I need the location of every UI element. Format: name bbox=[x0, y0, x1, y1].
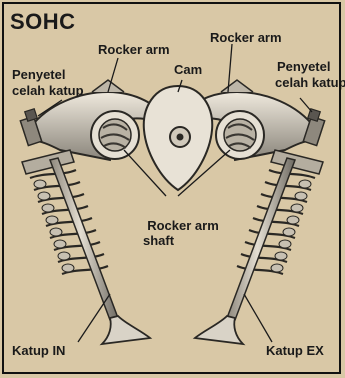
valve-in bbox=[22, 150, 150, 344]
leader-valve-ex bbox=[244, 294, 272, 342]
label-adjuster-right-line1: Penyetel bbox=[277, 60, 330, 74]
label-rocker-arm-left: Rocker arm bbox=[98, 43, 170, 57]
label-shaft-line1: Rocker arm bbox=[143, 219, 223, 233]
label-shaft-line2: shaft bbox=[143, 234, 174, 248]
label-cam: Cam bbox=[174, 63, 202, 77]
label-valve-ex: Katup EX bbox=[266, 344, 324, 358]
label-adjuster-right-line2: celah katup bbox=[275, 76, 345, 90]
diagram-title: SOHC bbox=[10, 10, 76, 34]
rocker-shaft-left bbox=[91, 111, 139, 159]
rocker-shaft-right bbox=[216, 111, 264, 159]
leader-valve-in bbox=[78, 294, 110, 342]
label-rocker-arm-right: Rocker arm bbox=[210, 31, 282, 45]
label-adjuster-left-line2: celah katup bbox=[12, 84, 84, 98]
label-valve-in: Katup IN bbox=[12, 344, 65, 358]
leader-adjuster-right bbox=[300, 98, 312, 112]
label-adjuster-left-line1: Penyetel bbox=[12, 68, 65, 82]
valve-ex bbox=[195, 150, 323, 344]
